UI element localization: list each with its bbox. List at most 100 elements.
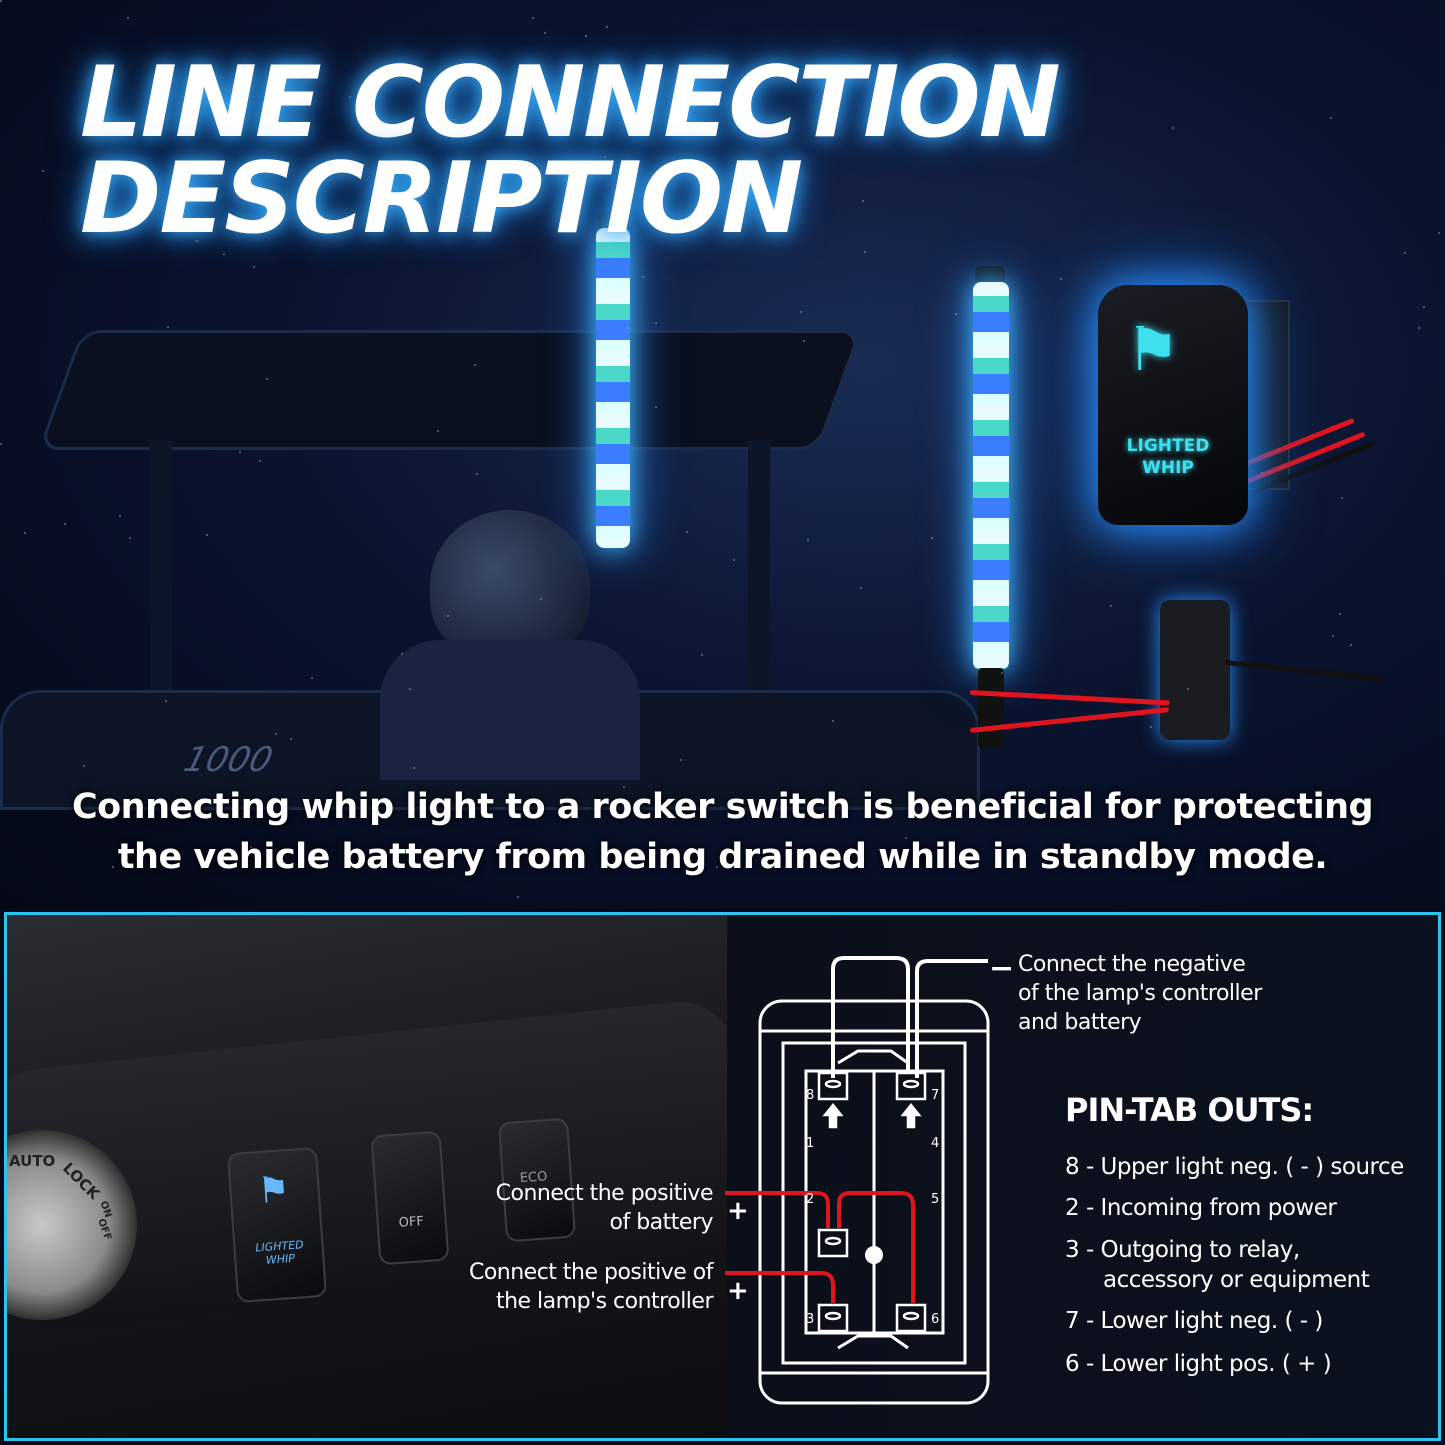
star [205,533,208,536]
star [742,809,745,812]
star [540,597,543,600]
switch-label-line1: LIGHTED [1126,436,1210,456]
star [1001,671,1004,674]
terminal-slot [824,1079,842,1089]
star [560,804,563,807]
rider-body [380,640,640,780]
star [700,654,703,657]
note-line: Connect the positive of [468,1260,714,1285]
rider [430,510,590,660]
pin-label-6: 6 [931,1312,939,1327]
star [412,766,415,769]
star [1340,497,1343,499]
star [127,16,130,19]
negative-wire [915,959,988,1078]
terminal-slot [902,1079,920,1089]
star [584,35,587,38]
caption-line-2: the vehicle battery from being drained w… [117,837,1328,877]
star [466,215,469,218]
note-line: of battery [609,1210,714,1235]
note-line: of the lamp's controller [1018,981,1262,1006]
whip-cap-left [598,213,628,229]
star [954,312,957,315]
negative-wire [831,956,910,1078]
star [1403,252,1406,255]
note-battery-positive: Connect the positive of battery [407,1179,714,1237]
ignition-label-auto: AUTO [9,1152,56,1170]
star [863,250,866,253]
plus-symbol-controller: + [727,1276,749,1306]
star [135,799,138,802]
arrow-up-icon [900,1102,922,1129]
star [1261,471,1264,474]
star [196,239,199,242]
star [1179,857,1182,860]
star [1060,277,1063,280]
note-line: Connect the negative [1018,952,1246,977]
star [806,538,809,541]
switch-inner-frame [781,1041,967,1365]
switch-label: LIGHTED WHIP [1108,435,1228,479]
pin-label-3: 3 [806,1312,814,1327]
star [733,558,736,561]
star [266,377,269,380]
hero-section: 1000 LINE CONNECTION DESCRIPTION ⚑ LIGHT… [0,0,1445,908]
terminal-slot [902,1311,920,1321]
star [252,266,255,269]
star [222,252,225,255]
pin-label-2: 2 [806,1192,814,1207]
star [446,615,449,618]
star [1171,126,1174,129]
star [245,845,248,848]
star [800,311,803,314]
star [832,720,835,723]
star [436,429,439,432]
star [258,460,261,463]
star [1339,612,1342,615]
star [654,405,657,408]
wiring-harness-connector [1160,600,1230,740]
pinout-item: 2 - Incoming from power [1065,1195,1337,1221]
star [930,537,933,540]
star [274,732,277,735]
star [1331,635,1334,638]
star [63,523,66,526]
terminal-tab [895,1071,927,1101]
terminal-slot [824,1311,842,1321]
title-line-1: LINE CONNECTION [80,46,1061,160]
switch-label-line2: WHIP [1142,458,1194,478]
whip-base [978,668,1004,748]
caption-line-1: Connecting whip light to a rocker switch… [71,787,1374,827]
whip-cap-right [975,266,1005,282]
note-line: Connect the positive [495,1181,714,1206]
star [859,586,862,589]
star [41,169,44,172]
wiring-panel: ⚑ LIGHTED WHIP OFF ECO AUTO LOCK ON OFF [4,912,1441,1441]
star [165,700,168,703]
star [233,128,236,131]
star [475,473,478,476]
star [0,0,2,2]
star [0,442,3,445]
star [1150,725,1153,728]
pin-label-7: 7 [931,1088,939,1103]
pin-label-1: 1 [806,1136,814,1151]
star [779,72,782,75]
star [289,737,292,740]
star [604,156,607,159]
note-line: and battery [1018,1010,1142,1035]
star [904,836,907,839]
page-title: LINE CONNECTION DESCRIPTION [80,46,1061,248]
plus-symbol-battery: + [727,1196,749,1226]
star [24,532,27,535]
star [477,218,480,221]
jumper-wire [837,1191,915,1303]
dashboard-photo: ⚑ LIGHTED WHIP OFF ECO AUTO LOCK ON OFF [7,915,759,1438]
star [239,450,242,453]
caption: Connecting whip light to a rocker switch… [0,782,1445,882]
pinout-heading: PIN-TAB OUTS: [1065,1091,1314,1129]
star [862,200,865,203]
pinout-item: 3 - Outgoing to relay, [1065,1237,1300,1263]
rocker-switch-product: ⚑ LIGHTED WHIP [1098,285,1248,525]
harness-wire-black [1224,660,1385,682]
